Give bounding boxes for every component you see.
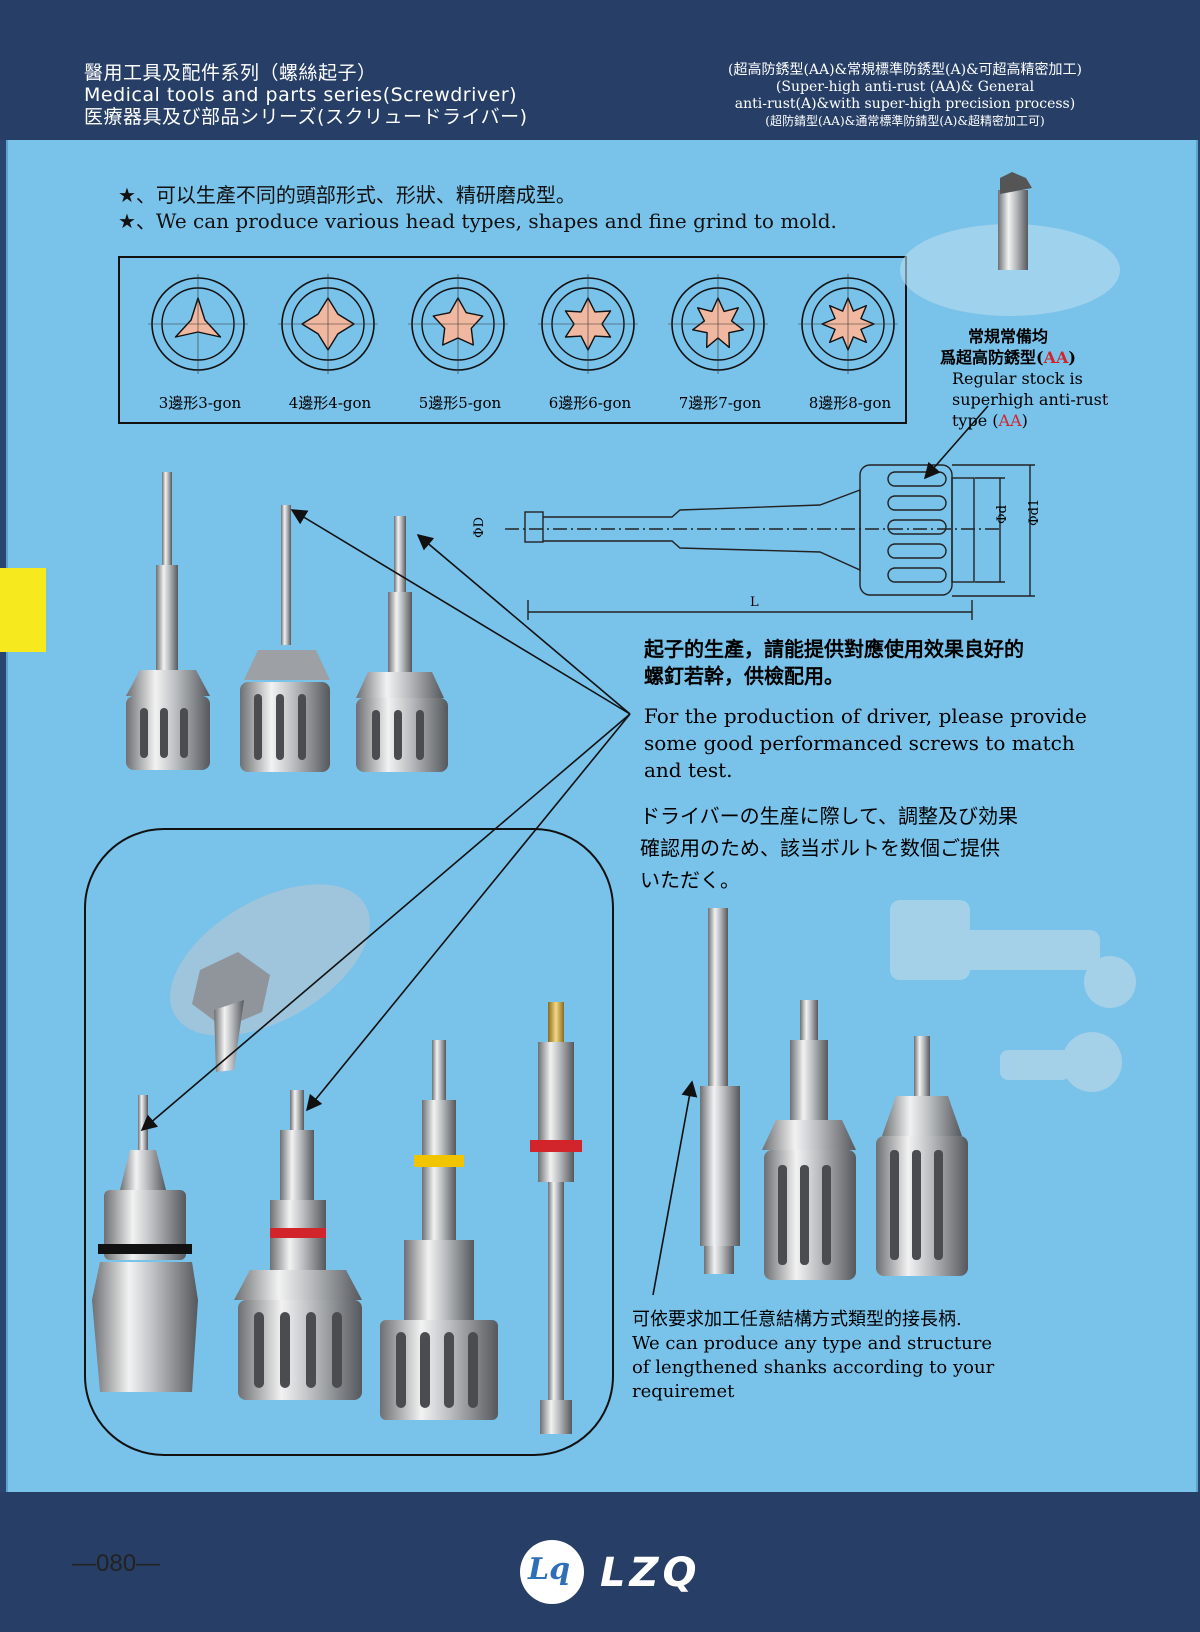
- shank-en-3: requiremet: [632, 1381, 735, 1402]
- stock-note: 常規常備均 爲超高防銹型(AA) Regular stock is superh…: [940, 326, 1108, 431]
- gon-8-label: 8邊形8-gon: [808, 394, 892, 412]
- driver-photo-7: [530, 1002, 582, 1434]
- production-en-3: and test.: [644, 758, 733, 782]
- driver-photo-1: [126, 472, 210, 770]
- dim-L: L: [750, 595, 759, 610]
- stock-en-2: superhigh anti-rust: [952, 390, 1109, 409]
- stock-en-3c: ): [1021, 411, 1028, 430]
- shank-photo-3: [876, 1036, 968, 1276]
- shank-photo-faded: [890, 900, 1136, 1092]
- section-tab: [0, 568, 46, 652]
- driver-photo-6: [380, 1040, 498, 1420]
- stock-zh-2c: ): [1068, 348, 1076, 367]
- dim-d: Φd: [995, 505, 1010, 524]
- shank-zh: 可依要求加工任意結構方式類型的接長柄.: [632, 1309, 962, 1330]
- spec-zh: (超高防銹型(AA)&常規標準防銹型(A)&可超高精密加工): [727, 62, 1083, 78]
- page-footer: [0, 1492, 1200, 1632]
- title-zh: 醫用工具及配件系列（螺絲起子）: [84, 62, 377, 84]
- gon-3-label: 3邊形3-gon: [158, 394, 242, 412]
- gon-5: 5邊形5-gon: [398, 268, 518, 418]
- gon-6: 6邊形6-gon: [528, 268, 648, 418]
- header-spec: (超高防銹型(AA)&常規標準防銹型(A)&可超高精密加工) (Super-hi…: [670, 62, 1140, 130]
- production-en-1: For the production of driver, please pro…: [644, 704, 1087, 728]
- gon-3: 3邊形3-gon: [138, 268, 258, 418]
- gon-7-label: 7邊形7-gon: [678, 394, 762, 412]
- logo-mark-text: Lq: [528, 1552, 571, 1587]
- stock-zh-aa: AA: [1043, 348, 1069, 367]
- title-en: Medical tools and parts series(Screwdriv…: [84, 84, 518, 106]
- driver-photo-2: [240, 505, 330, 772]
- gon-3-diagram: [148, 274, 248, 374]
- production-en: For the production of driver, please pro…: [644, 703, 1144, 784]
- gon-5-label: 5邊形5-gon: [418, 394, 502, 412]
- production-jp-3: いただく。: [640, 868, 740, 892]
- gon-8: 8邊形8-gon: [788, 268, 908, 418]
- technical-drawing: [505, 464, 1035, 620]
- head-types-box: 3邊形3-gon 4邊形4-gon 5邊形5-gon 6邊形6-gon 7邊形7…: [118, 256, 907, 424]
- stock-zh-1: 常規常備均: [968, 327, 1049, 346]
- brand-logo: Lq LZQ: [520, 1540, 720, 1606]
- stock-zh-2a: 爲超高防銹型(: [940, 348, 1044, 367]
- production-zh: 起子的生產，請能提供對應使用效果良好的 螺釘若幹，供檢配用。: [644, 636, 1144, 690]
- shank-photo-2: [762, 1000, 856, 1280]
- product-frame: [84, 828, 614, 1456]
- production-jp-2: 確認用のため、該当ボルトを数個ご提供: [640, 836, 1000, 860]
- driver-photo-5: [234, 1090, 362, 1400]
- shank-note: 可依要求加工任意結構方式類型的接長柄. We can produce any t…: [632, 1308, 1102, 1404]
- gon-4: 4邊形4-gon: [268, 268, 388, 418]
- production-jp-1: ドライバーの生産に際して、調整及び効果: [640, 804, 1018, 828]
- gon-6-label: 6邊形6-gon: [548, 394, 632, 412]
- title-jp: 医療器具及び部品シリーズ(スクリュードライバー): [84, 106, 528, 128]
- production-en-2: some good performanced screws to match: [644, 731, 1075, 755]
- spec-en-2: anti-rust(A)&with super-high precision p…: [734, 96, 1076, 112]
- gon-6-diagram: [538, 274, 638, 374]
- production-zh-1: 起子的生產，請能提供對應使用效果良好的: [644, 637, 1024, 661]
- pointer-arrows: [140, 405, 989, 1296]
- gon-7: 7邊形7-gon: [658, 268, 778, 418]
- intro-zh: ★、可以生產不同的頭部形式、形狀、精研磨成型。: [118, 183, 576, 207]
- logo-mark: Lq: [520, 1540, 584, 1604]
- driver-photo-4: [92, 1095, 198, 1392]
- spec-en-1: (Super-high anti-rust (AA)& General: [775, 79, 1035, 95]
- page-header: 醫用工具及配件系列（螺絲起子） Medical tools and parts …: [0, 0, 1200, 140]
- gon-4-diagram: [278, 274, 378, 374]
- gon-8-diagram: [798, 274, 898, 374]
- bit-photo-top: [900, 172, 1120, 316]
- header-titles: 醫用工具及配件系列（螺絲起子） Medical tools and parts …: [84, 62, 528, 128]
- shank-photo-long: [700, 908, 740, 1274]
- page-number: —080—: [72, 1550, 161, 1577]
- driver-photo-blurred: [170, 884, 370, 1072]
- gon-5-diagram: [408, 274, 508, 374]
- dim-D: ΦD: [472, 517, 487, 538]
- stock-zh-2: 爲超高防銹型(AA): [940, 347, 1108, 368]
- driver-photo-3: [356, 516, 448, 772]
- intro-en: ★、We can produce various head types, sha…: [118, 209, 837, 233]
- stock-en-1: Regular stock is: [952, 369, 1083, 388]
- shank-en-1: We can produce any type and structure: [632, 1333, 992, 1354]
- shank-en-2: of lengthened shanks according to your: [632, 1357, 995, 1378]
- logo-text: LZQ: [600, 1550, 701, 1596]
- spec-jp: (超防錆型(AA)&通常標準防錆型(A)&超精密加工可): [765, 114, 1045, 128]
- gon-7-diagram: [668, 274, 768, 374]
- production-jp: ドライバーの生産に際して、調整及び効果 確認用のため、該当ボルトを数個ご提供 い…: [640, 800, 1120, 896]
- stock-en-aa: AA: [998, 411, 1022, 430]
- gon-4-label: 4邊形4-gon: [288, 394, 372, 412]
- dim-d1: Φd1: [1027, 499, 1042, 526]
- content-area: [6, 140, 1198, 1492]
- production-zh-2: 螺釘若幹，供檢配用。: [644, 664, 844, 688]
